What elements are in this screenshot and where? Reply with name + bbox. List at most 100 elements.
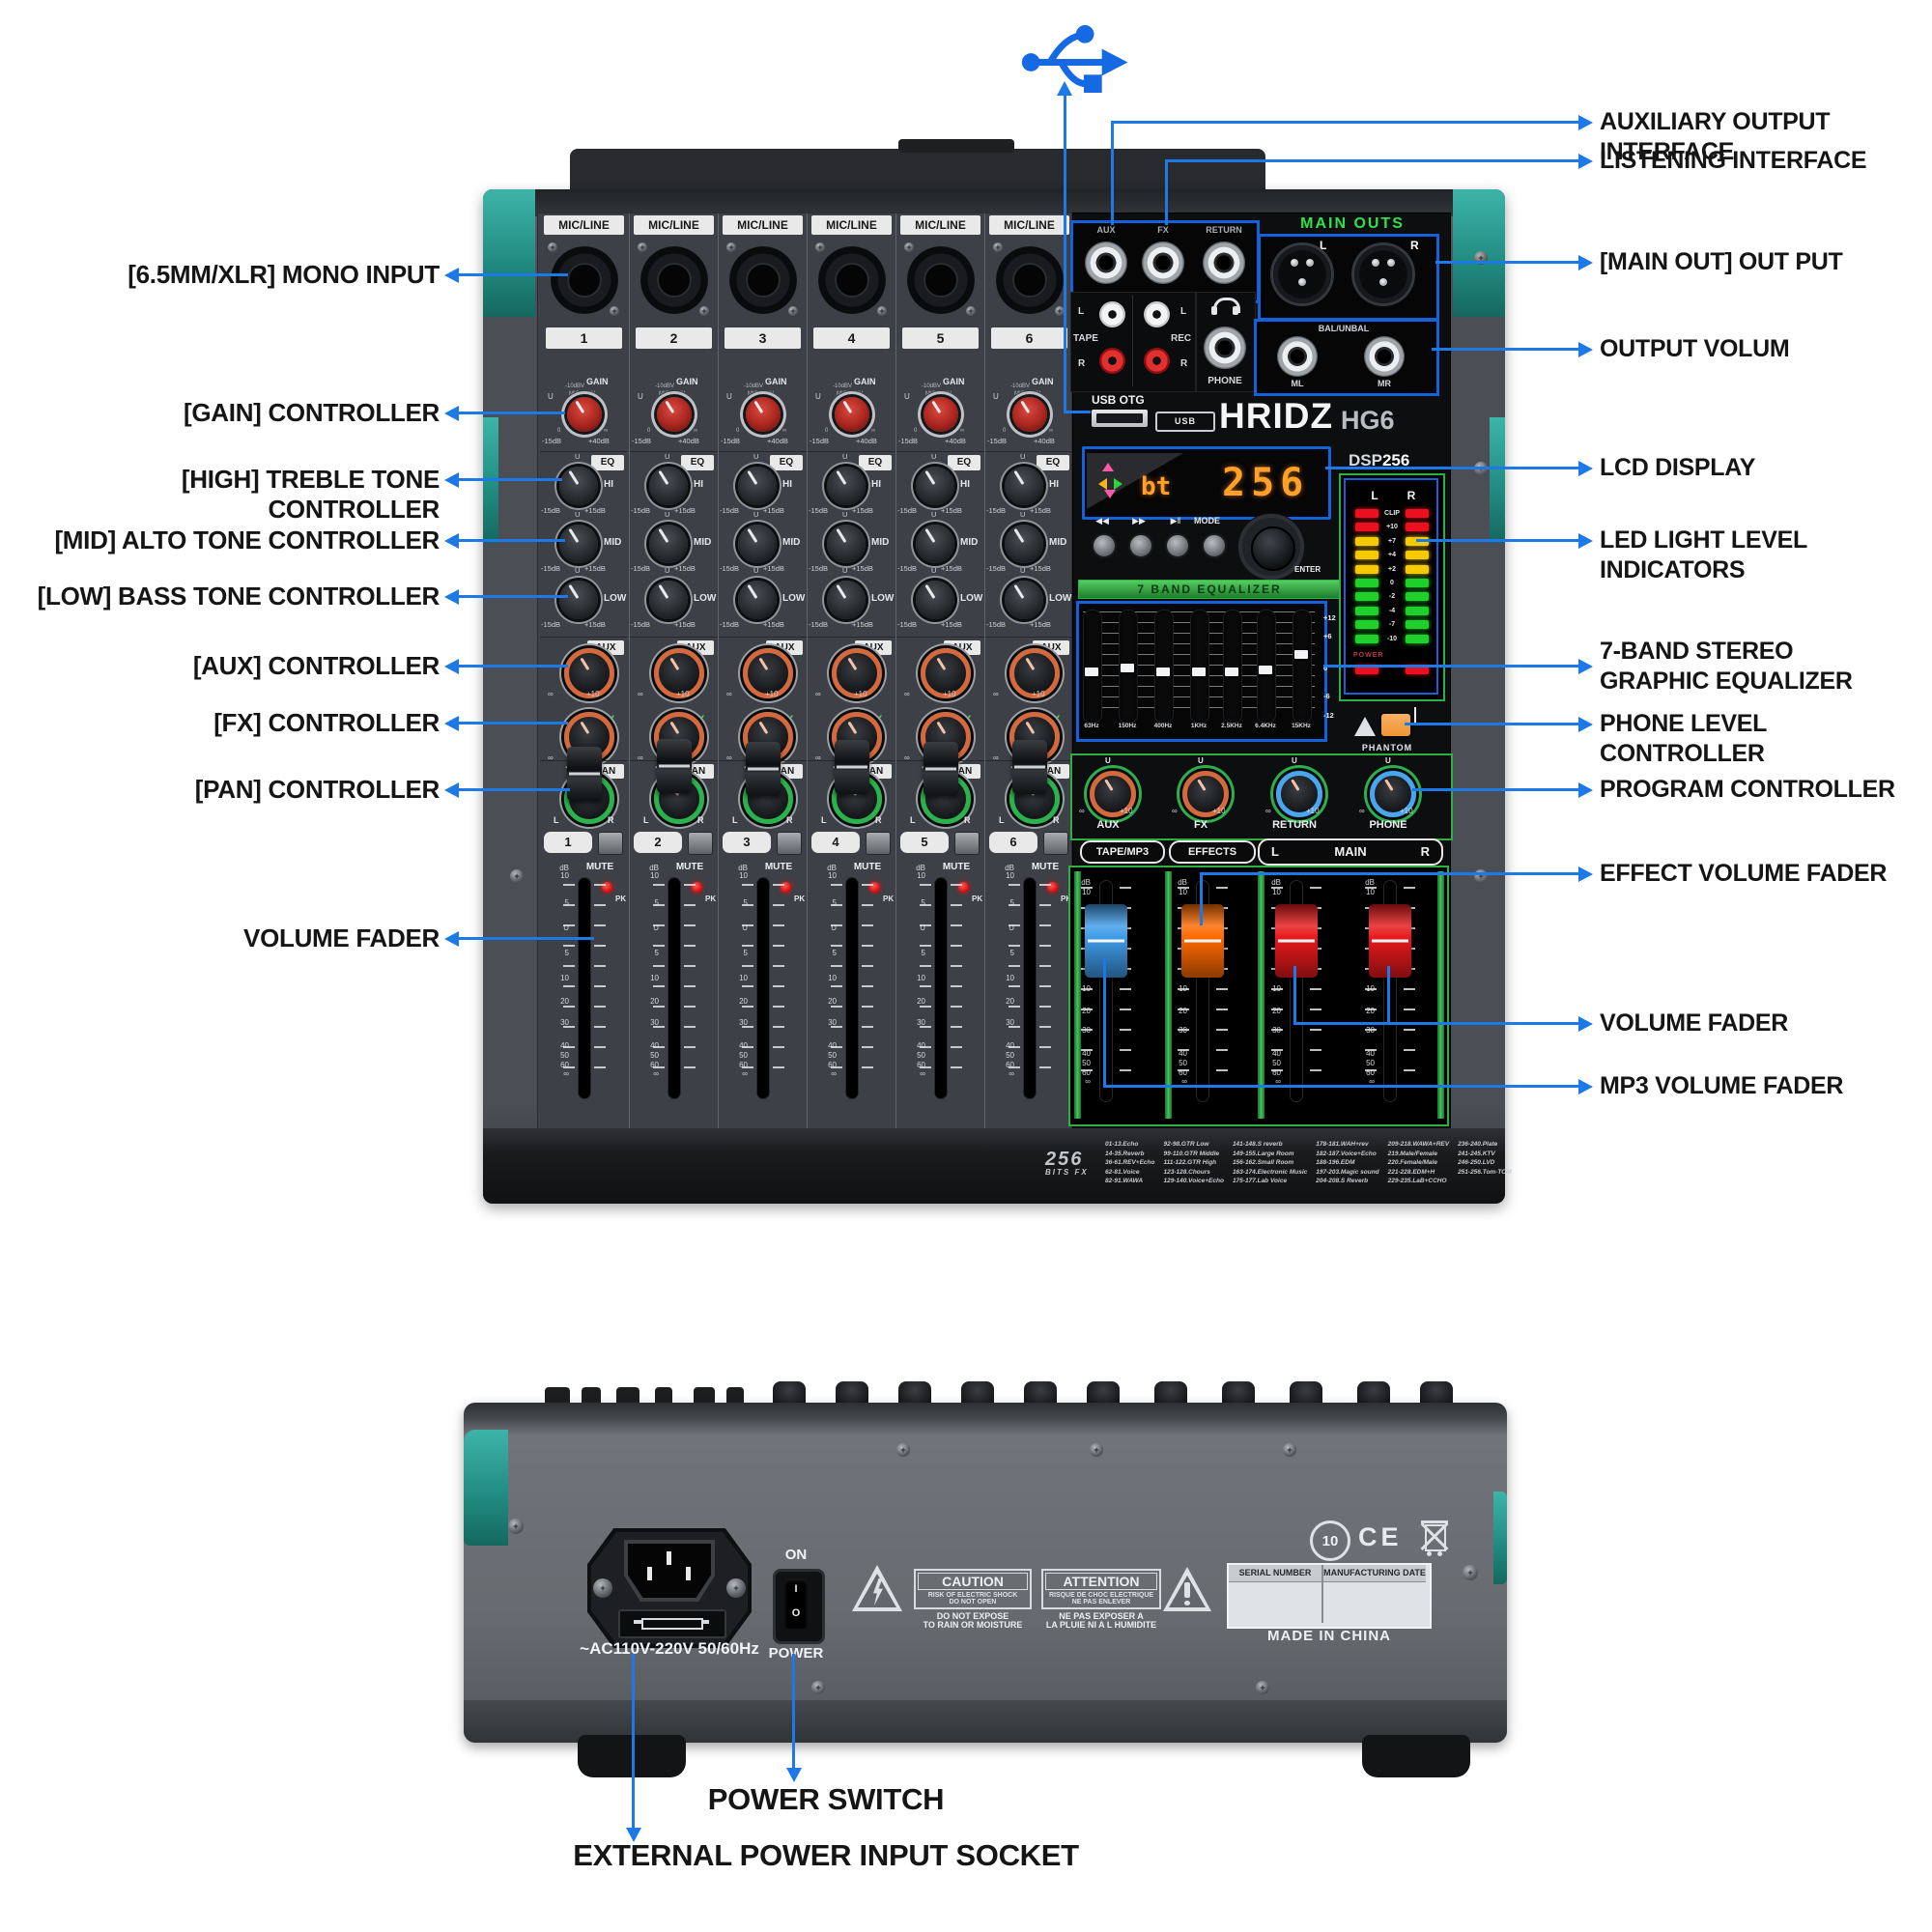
eq-slider[interactable] — [1083, 610, 1102, 724]
xlr-combo-input[interactable] — [907, 246, 975, 314]
prev-button[interactable] — [1092, 533, 1117, 558]
channel-fader[interactable] — [757, 878, 769, 1098]
mid-knob[interactable] — [649, 525, 688, 563]
low-knob[interactable] — [738, 581, 777, 619]
mute-button[interactable] — [866, 832, 891, 855]
channel-button[interactable]: 4 — [811, 832, 860, 853]
aux-knob[interactable] — [921, 648, 971, 698]
phone-jack[interactable] — [1204, 327, 1246, 369]
fader-cap[interactable] — [657, 739, 692, 793]
eq-slider[interactable] — [1190, 610, 1209, 724]
mid-knob[interactable] — [738, 525, 777, 563]
usb-otg-port[interactable] — [1092, 410, 1148, 427]
fx-jack[interactable] — [1142, 242, 1184, 284]
mid-knob[interactable] — [1005, 525, 1043, 563]
rec-r-rca[interactable] — [1144, 348, 1170, 374]
low-knob[interactable] — [827, 581, 866, 619]
gain-knob[interactable] — [923, 397, 958, 432]
tape-r-rca[interactable] — [1099, 348, 1125, 374]
main-l-fader-cap[interactable] — [1275, 904, 1318, 978]
xlr-combo-input[interactable] — [996, 246, 1064, 314]
xlr-combo-input[interactable] — [818, 246, 886, 314]
low-knob[interactable] — [649, 581, 688, 619]
hi-knob[interactable] — [827, 467, 866, 505]
eq-slider-cap[interactable] — [1225, 668, 1238, 676]
return-master-knob[interactable] — [1276, 771, 1322, 817]
xlr-combo-input[interactable] — [640, 246, 708, 314]
enter-knob[interactable] — [1242, 518, 1300, 576]
fader-cap[interactable] — [835, 740, 869, 794]
eq-slider-cap[interactable] — [1259, 666, 1272, 674]
power-switch[interactable]: I O — [773, 1569, 825, 1644]
fader-cap[interactable] — [923, 742, 958, 796]
gain-knob[interactable] — [1012, 397, 1047, 432]
rec-l-rca[interactable] — [1144, 301, 1170, 327]
channel-fader[interactable] — [668, 878, 680, 1098]
eq-slider-cap[interactable] — [1121, 664, 1134, 672]
channel-button[interactable]: 2 — [634, 832, 682, 853]
mode-button[interactable] — [1202, 533, 1227, 558]
ml-jack[interactable] — [1277, 336, 1318, 377]
gain-knob[interactable] — [835, 397, 869, 432]
aux-knob[interactable] — [564, 648, 614, 698]
channel-fader[interactable] — [1024, 878, 1036, 1098]
mid-knob[interactable] — [916, 525, 954, 563]
fader-cap[interactable] — [746, 742, 781, 796]
gain-knob[interactable] — [746, 397, 781, 432]
phone-master-knob[interactable] — [1370, 771, 1416, 817]
mid-knob[interactable] — [827, 525, 866, 563]
main-r-fader-cap[interactable] — [1369, 904, 1411, 978]
hi-knob[interactable] — [916, 467, 954, 505]
aux-knob[interactable] — [1009, 648, 1060, 698]
channel-button[interactable]: 5 — [900, 832, 949, 853]
eq-slider-cap[interactable] — [1294, 650, 1308, 659]
mute-button[interactable] — [777, 832, 802, 855]
next-button[interactable] — [1128, 533, 1153, 558]
aux-knob[interactable] — [832, 648, 882, 698]
hi-knob[interactable] — [738, 467, 777, 505]
main-out-xlr-r[interactable] — [1354, 245, 1412, 303]
gain-knob[interactable] — [657, 397, 692, 432]
return-jack[interactable] — [1203, 242, 1245, 284]
eq-slider[interactable] — [1293, 610, 1312, 724]
aux-knob[interactable] — [743, 648, 793, 698]
channel-button[interactable]: 1 — [544, 832, 592, 853]
tape-l-rca[interactable] — [1099, 301, 1125, 327]
mute-button[interactable] — [688, 832, 713, 855]
phantom-switch[interactable] — [1381, 714, 1410, 736]
hi-knob[interactable] — [649, 467, 688, 505]
gain-knob[interactable] — [567, 397, 602, 432]
effects-fader-cap[interactable] — [1181, 904, 1224, 978]
play-pause-button[interactable] — [1165, 533, 1190, 558]
eq-slider[interactable] — [1223, 610, 1242, 724]
fx-master-knob[interactable] — [1182, 771, 1229, 817]
mute-button[interactable] — [1043, 832, 1068, 855]
power-input-socket[interactable] — [587, 1528, 752, 1648]
mute-button[interactable] — [954, 832, 980, 855]
mr-jack[interactable] — [1364, 336, 1405, 377]
hi-knob[interactable] — [1005, 467, 1043, 505]
mute-button[interactable] — [598, 832, 623, 855]
fader-cap[interactable] — [567, 747, 602, 801]
channel-fader[interactable] — [846, 878, 858, 1098]
tape-mp3-fader-cap[interactable] — [1085, 904, 1127, 978]
fader-cap[interactable] — [1012, 740, 1047, 794]
aux-master-knob[interactable] — [1090, 771, 1136, 817]
channel-fader[interactable] — [579, 878, 590, 1098]
aux-jack[interactable] — [1085, 242, 1127, 284]
eq-slider-cap[interactable] — [1156, 668, 1170, 676]
eq-slider-cap[interactable] — [1192, 668, 1206, 676]
eq-slider[interactable] — [1154, 610, 1174, 724]
low-knob[interactable] — [559, 581, 598, 619]
main-out-xlr-l[interactable] — [1273, 245, 1331, 303]
eq-slider-cap[interactable] — [1085, 668, 1098, 676]
xlr-combo-input[interactable] — [729, 246, 797, 314]
channel-button[interactable]: 6 — [989, 832, 1037, 853]
low-knob[interactable] — [1005, 581, 1043, 619]
mid-knob[interactable] — [559, 525, 598, 563]
channel-fader[interactable] — [935, 878, 947, 1098]
aux-knob[interactable] — [654, 648, 704, 698]
channel-button[interactable]: 3 — [723, 832, 771, 853]
xlr-combo-input[interactable] — [551, 246, 618, 314]
hi-knob[interactable] — [559, 467, 598, 505]
